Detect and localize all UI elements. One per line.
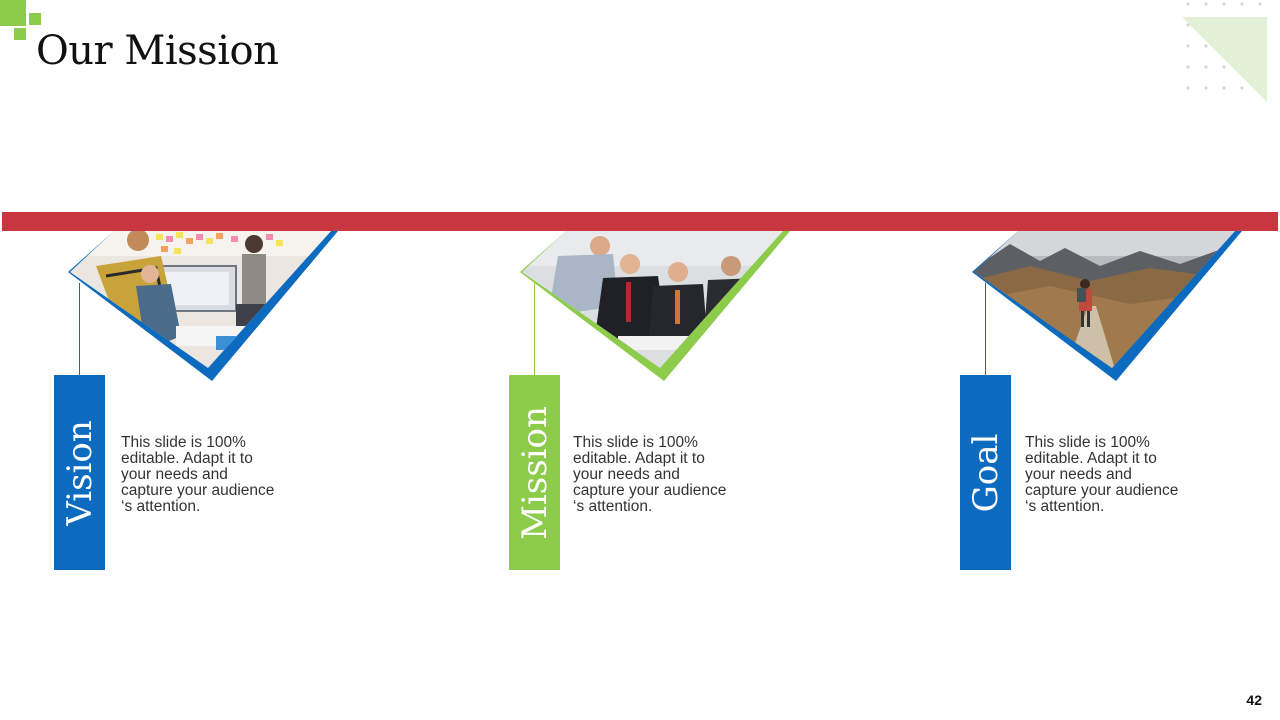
decor-square-small [14, 28, 26, 40]
goal-label: Goal [965, 433, 1006, 512]
goal-connector-line [985, 283, 986, 376]
vision-photo [66, 226, 346, 386]
goal-photo [970, 226, 1250, 386]
mission-photo [518, 226, 798, 386]
decor-square-large [0, 0, 26, 26]
corner-decoration [1182, 2, 1267, 102]
vision-description: This slide is 100% editable. Adapt it to… [121, 434, 275, 515]
mission-description: This slide is 100% editable. Adapt it to… [573, 434, 727, 515]
mission-label: Mission [514, 405, 555, 540]
decor-square-small [29, 13, 41, 25]
vision-label-box: Vision [54, 375, 105, 570]
page-number: 42 [1246, 692, 1262, 708]
goal-label-box: Goal [960, 375, 1011, 570]
mission-connector-line [534, 283, 535, 376]
mission-label-box: Mission [509, 375, 560, 570]
vision-label: Vision [59, 419, 100, 526]
vision-connector-line [79, 283, 80, 376]
goal-description: This slide is 100% editable. Adapt it to… [1025, 434, 1179, 515]
red-divider-bar [2, 212, 1278, 231]
page-title: Our Mission [36, 28, 279, 74]
